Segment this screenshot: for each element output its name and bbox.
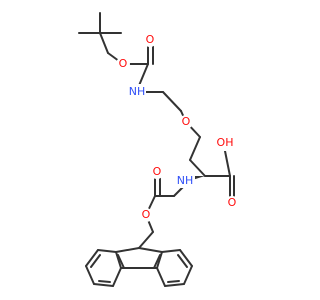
bond <box>98 280 111 283</box>
atom-bg <box>175 174 195 188</box>
oxygen-label: O <box>228 196 237 209</box>
bond <box>189 159 206 177</box>
bond <box>85 265 95 285</box>
bond <box>90 254 101 268</box>
bond <box>115 247 140 253</box>
oxygen-label: O <box>153 165 162 178</box>
boc-carbamate <box>107 45 154 89</box>
atom-bg <box>139 208 153 222</box>
bond <box>115 251 122 269</box>
hydroxyl-label: OH <box>217 136 234 149</box>
atom-bg <box>116 57 130 71</box>
bond <box>97 249 117 253</box>
bond <box>167 280 180 283</box>
bond <box>117 254 125 269</box>
bond <box>99 32 109 54</box>
bond <box>161 249 181 253</box>
bond <box>189 136 201 161</box>
bond <box>183 265 193 285</box>
bond <box>85 249 99 267</box>
oxygen-label: O <box>142 208 151 221</box>
bond <box>164 283 185 287</box>
atom-bg <box>225 196 239 210</box>
bond <box>156 267 166 287</box>
nitrogen-label: NH <box>177 174 194 187</box>
bond <box>153 254 161 269</box>
oxygen-label: O <box>119 57 128 70</box>
atom-bg <box>150 165 164 179</box>
structure-svg: O O NH O OH O NH O O <box>78 12 239 287</box>
ethylene-linker <box>137 91 201 138</box>
atom-bg <box>143 33 157 47</box>
bond <box>138 231 154 249</box>
atom-bg <box>128 84 146 98</box>
molecule-diagram: O O NH O OH O NH O O <box>78 12 239 287</box>
bond <box>156 251 163 269</box>
atom-labels: O O NH O OH O NH O O <box>116 33 239 222</box>
atom-bg <box>179 115 193 129</box>
oxygen-label: O <box>146 33 155 46</box>
bond <box>177 254 188 268</box>
fluorenyl-group <box>85 247 193 287</box>
oxygen-label: O <box>182 115 191 128</box>
atom-bg <box>216 137 235 151</box>
bond <box>93 283 114 287</box>
tert-butyl-group <box>78 12 122 54</box>
bond <box>179 249 193 267</box>
bond <box>162 91 182 112</box>
bond <box>112 267 122 287</box>
nitrogen-label: NH <box>129 85 146 98</box>
bond <box>138 247 163 253</box>
